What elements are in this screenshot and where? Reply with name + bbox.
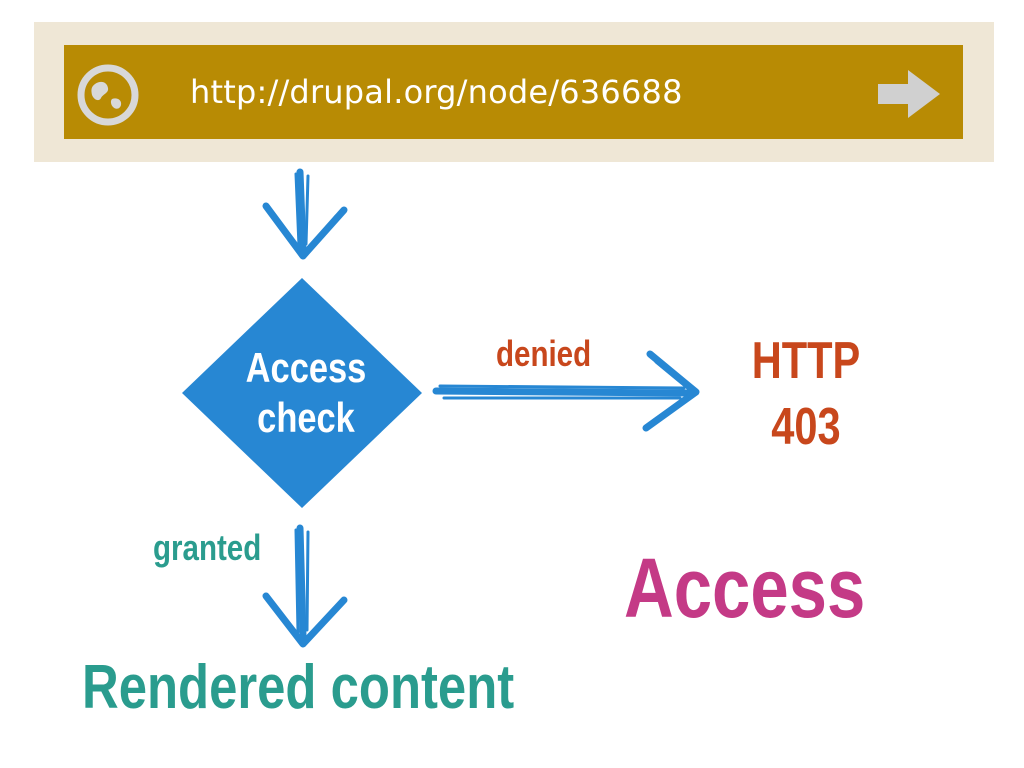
url-text[interactable]: http://drupal.org/node/636688 xyxy=(190,73,683,111)
topic-label-access: Access xyxy=(624,541,866,635)
arrow-down-to-decision xyxy=(262,168,348,260)
globe-icon xyxy=(77,64,139,126)
decision-label-line2: check xyxy=(257,394,355,441)
edge-label-denied: denied xyxy=(496,333,592,374)
edge-label-granted: granted xyxy=(153,527,262,568)
arrow-right-denied xyxy=(432,350,700,432)
outcome-http-403: HTTP 403 xyxy=(726,328,886,460)
decision-label-line1: Access xyxy=(245,344,367,391)
decision-label: Access check xyxy=(196,343,416,443)
arrow-down-granted xyxy=(262,524,348,648)
outcome-http-line2: 403 xyxy=(771,398,841,456)
decision-diamond xyxy=(182,278,422,508)
url-bar[interactable] xyxy=(64,45,963,139)
outcome-http-line1: HTTP xyxy=(751,332,861,390)
arrow-right-icon[interactable] xyxy=(876,66,942,122)
outcome-rendered-content: Rendered content xyxy=(82,653,515,722)
